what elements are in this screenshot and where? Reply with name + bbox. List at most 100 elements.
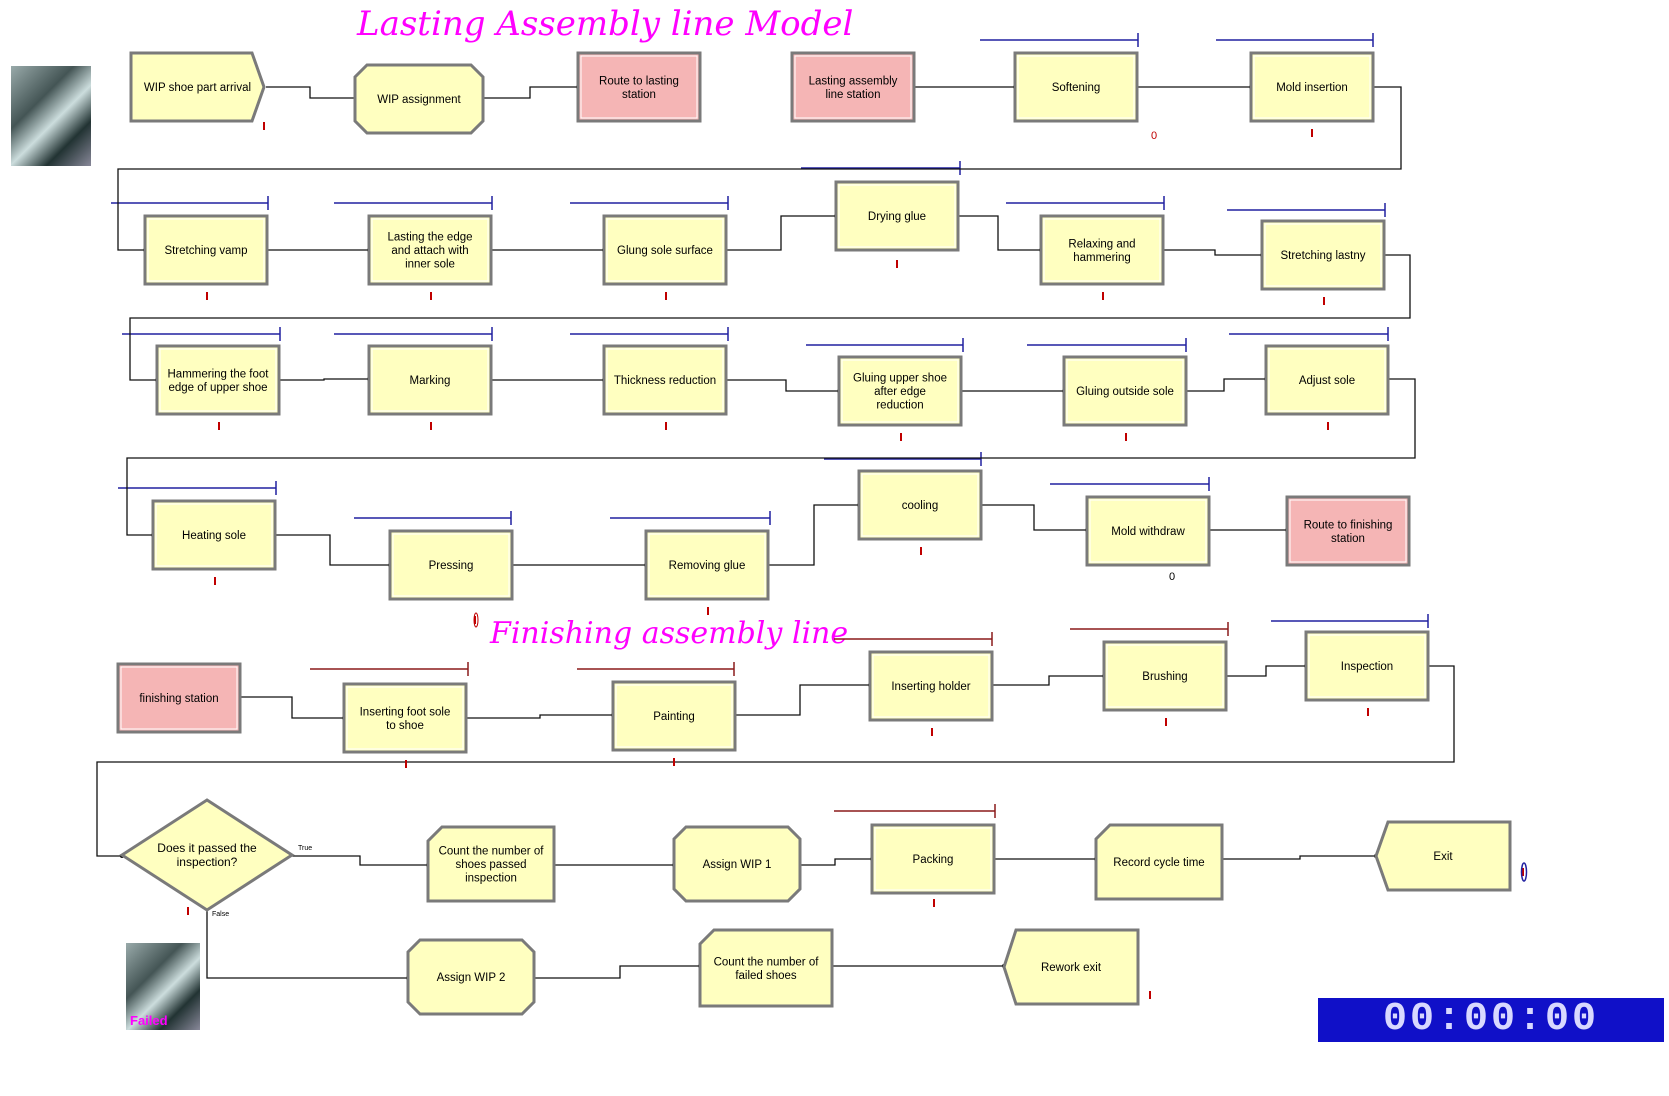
module-gluing-outside-sole[interactable]: Gluing outside sole <box>1062 355 1188 427</box>
module-mold-withdraw[interactable]: Mold withdraw <box>1085 495 1211 567</box>
module-counter-indicator <box>931 728 933 736</box>
resource-queue-lasting <box>980 33 1139 47</box>
module-drying-glue[interactable]: Drying glue <box>834 180 960 252</box>
module-label: Stretching vamp <box>164 245 247 257</box>
module-softening[interactable]: Softening <box>1013 51 1139 123</box>
module-counter-indicator <box>218 422 220 430</box>
connector[interactable] <box>512 563 648 567</box>
module-counter-indicator <box>187 907 189 915</box>
module-label: Mold withdraw <box>1111 526 1185 538</box>
module-removing-glue[interactable]: Removing glue <box>644 529 770 601</box>
connector[interactable] <box>961 389 1066 393</box>
module-rework-exit[interactable]: Rework exit <box>1002 928 1140 1006</box>
connector[interactable] <box>958 215 1043 252</box>
connector[interactable] <box>914 85 1017 89</box>
connector[interactable] <box>554 863 676 867</box>
connector[interactable] <box>275 534 392 567</box>
module-thickness-reduction[interactable]: Thickness reduction <box>602 344 728 416</box>
module-assign-wip-2[interactable]: Assign WIP 2 <box>406 938 536 1016</box>
module-label: Heating sole <box>182 530 246 542</box>
module-label: Assign WIP 2 <box>437 972 506 984</box>
connector[interactable] <box>206 910 410 980</box>
connector[interactable] <box>726 214 838 251</box>
module-label: Assign WIP 1 <box>703 859 772 871</box>
module-wip-shoe-part-arrival[interactable]: WIP shoe part arrival <box>129 51 266 123</box>
module-glung-sole-surface[interactable]: Glung sole surface <box>602 214 728 286</box>
connector[interactable] <box>279 377 371 381</box>
module-counter-indicator <box>1323 297 1325 305</box>
connector[interactable] <box>992 674 1106 686</box>
module-label: Removing glue <box>669 560 746 572</box>
connector[interactable] <box>491 378 606 382</box>
resource-queue-lasting <box>334 327 493 341</box>
module-painting[interactable]: Painting <box>611 680 737 752</box>
entity-picture <box>11 66 91 166</box>
connector[interactable] <box>292 855 430 867</box>
connector[interactable] <box>1137 85 1253 89</box>
connector[interactable] <box>1209 528 1289 532</box>
connector[interactable] <box>735 683 872 716</box>
connector[interactable] <box>129 254 1411 382</box>
module-packing[interactable]: Packing <box>870 823 996 895</box>
module-counter-indicator <box>707 607 709 615</box>
module-counter-indicator <box>1522 868 1524 876</box>
module-finishing-station[interactable]: finishing station <box>116 662 242 734</box>
resource-queue-lasting <box>118 481 277 495</box>
module-heating-sole[interactable]: Heating sole <box>151 499 277 571</box>
connector[interactable] <box>1186 377 1268 392</box>
module-stretching-lastny[interactable]: Stretching lastny <box>1260 219 1386 291</box>
connector[interactable] <box>483 85 580 99</box>
connector[interactable] <box>491 248 606 252</box>
connector[interactable] <box>534 964 702 979</box>
connector[interactable] <box>466 713 615 719</box>
module-counter-indicator <box>920 547 922 555</box>
connector[interactable] <box>832 964 1006 968</box>
connector[interactable] <box>800 857 874 866</box>
module-label: Adjust sole <box>1299 375 1355 387</box>
module-brushing[interactable]: Brushing <box>1102 640 1228 712</box>
connector[interactable] <box>126 378 1416 537</box>
connector[interactable] <box>240 696 346 720</box>
module-stretching-vamp[interactable]: Stretching vamp <box>143 214 269 286</box>
module-pressing[interactable]: Pressing <box>388 529 514 601</box>
module-label: Drying glue <box>868 211 926 223</box>
connector[interactable] <box>768 503 861 566</box>
connector[interactable] <box>981 504 1089 532</box>
module-adjust-sole[interactable]: Adjust sole <box>1264 344 1390 416</box>
connector[interactable] <box>726 379 841 393</box>
connector[interactable] <box>994 857 1098 861</box>
module-inserting-holder[interactable]: Inserting holder <box>868 650 994 722</box>
module-inspection[interactable]: Inspection <box>1304 630 1430 702</box>
module-label: Stretching lastny <box>1280 250 1365 262</box>
connector[interactable] <box>117 86 1402 252</box>
connector[interactable] <box>267 248 371 252</box>
module-label: Softening <box>1052 82 1101 94</box>
simulation-clock[interactable]: 00:00:00 <box>1318 998 1664 1042</box>
module-marking[interactable]: Marking <box>367 344 493 416</box>
module-record-cycle-time[interactable]: Record cycle time <box>1094 823 1224 901</box>
module-assign-wip-1[interactable]: Assign WIP 1 <box>672 825 802 903</box>
connector[interactable] <box>266 86 358 100</box>
connector[interactable] <box>1222 854 1378 860</box>
resource-queue-lasting <box>1229 327 1389 341</box>
module-cooling[interactable]: cooling <box>857 469 983 541</box>
module-mold-insertion[interactable]: Mold insertion <box>1249 51 1375 123</box>
connector[interactable] <box>1226 664 1308 677</box>
connector[interactable] <box>1163 249 1264 257</box>
module-wip-assignment[interactable]: WIP assignment <box>353 63 485 135</box>
module-exit[interactable]: Exit <box>1374 820 1512 892</box>
